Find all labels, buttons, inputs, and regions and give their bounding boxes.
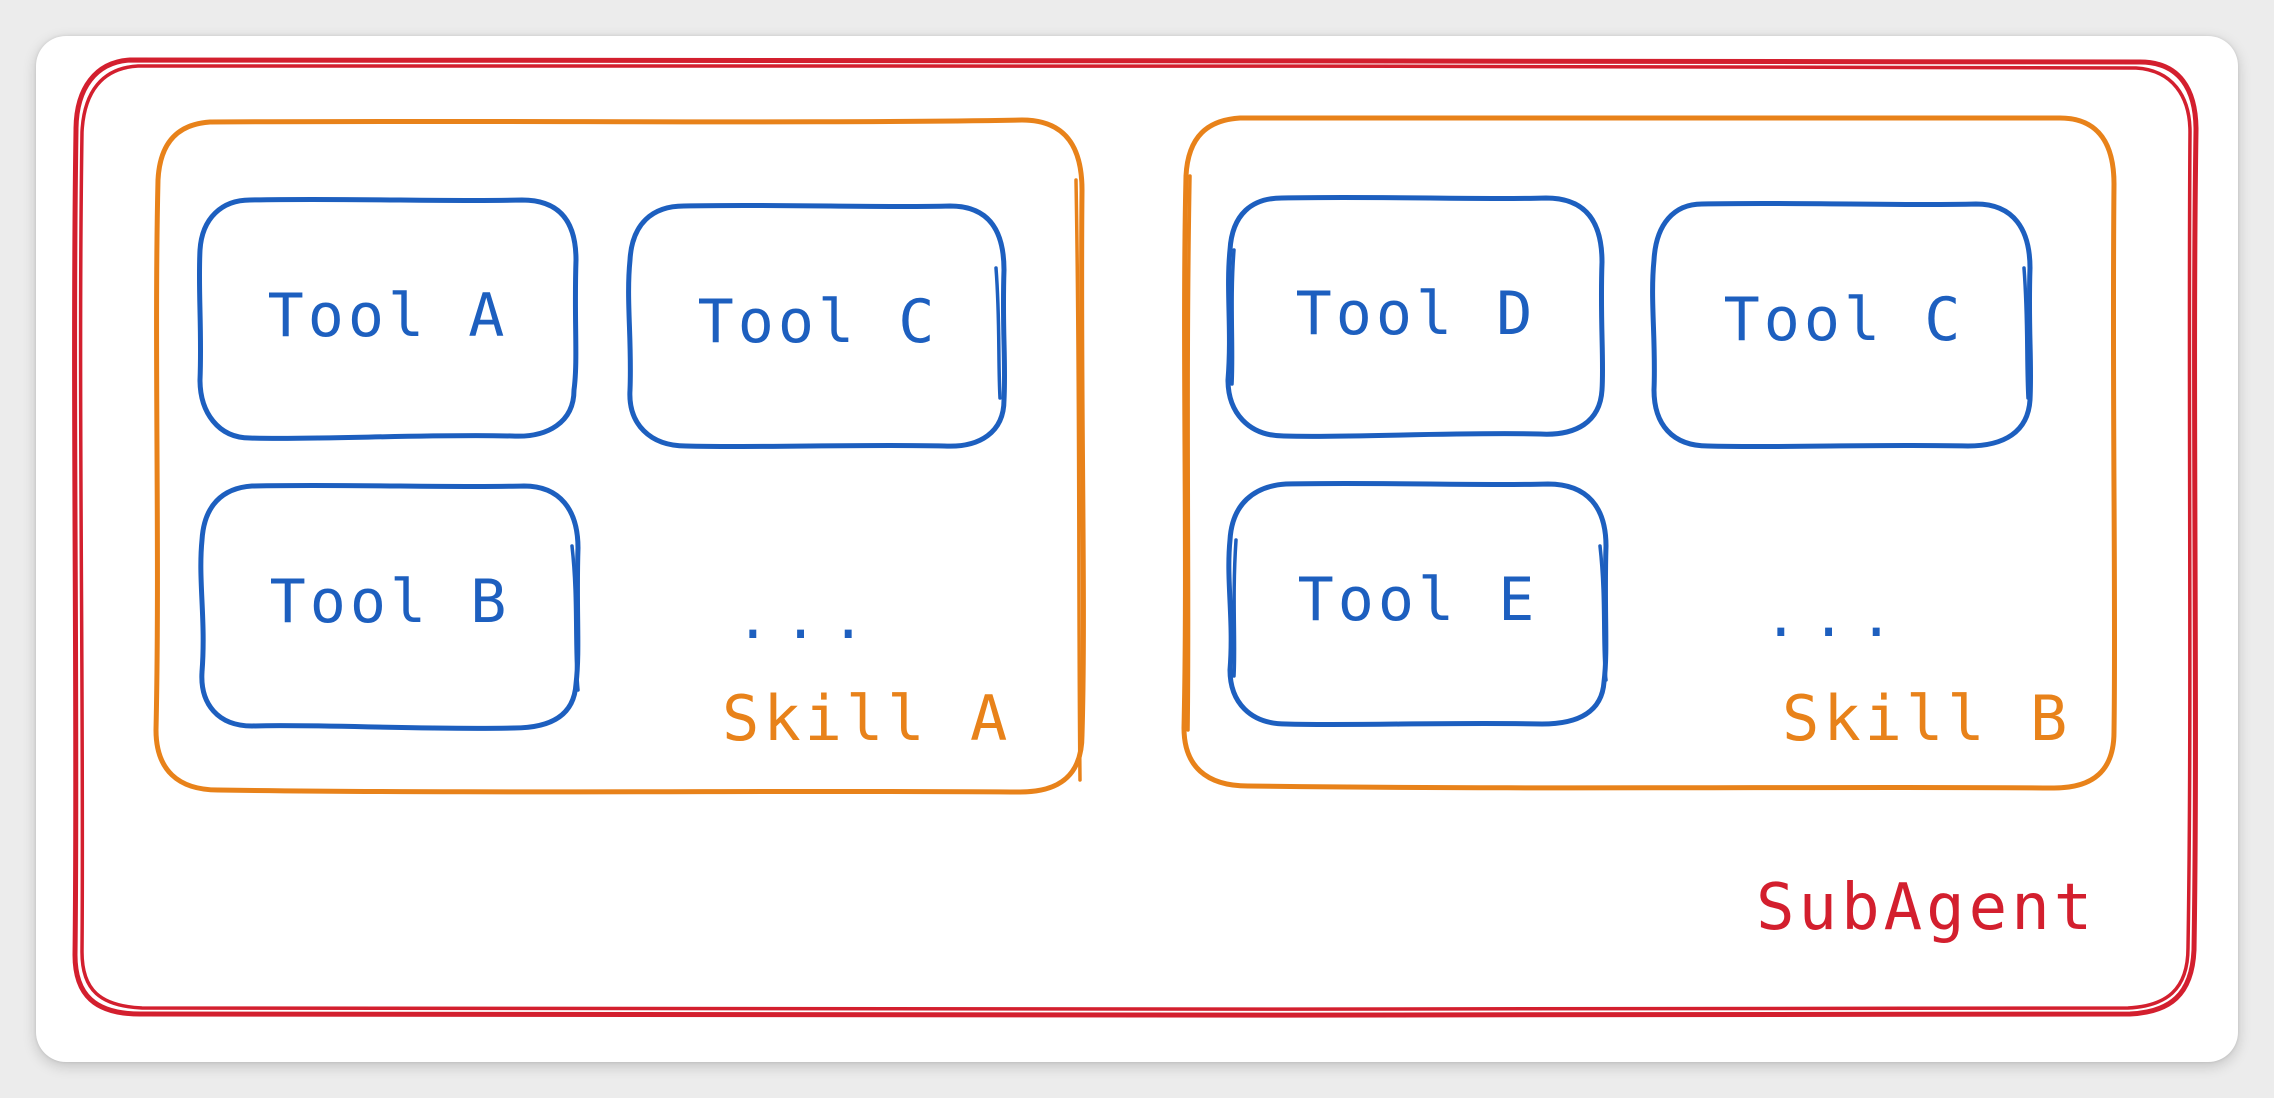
tool-d-box bbox=[1225, 194, 1606, 439]
tool-c-label-skill-a: Tool C bbox=[697, 287, 939, 357]
tool-e-box bbox=[1226, 480, 1609, 728]
subagent-box bbox=[72, 56, 2199, 1018]
tool-c-label-skill-b: Tool C bbox=[1723, 285, 1965, 355]
tool-a-box bbox=[196, 196, 579, 441]
skill-b-label: Skill B bbox=[1782, 682, 2072, 755]
tool-a-label: Tool A bbox=[267, 281, 509, 351]
tool-e-label: Tool E bbox=[1297, 565, 1539, 635]
skill-b-more-ellipsis: ... bbox=[1764, 585, 1908, 650]
diagram-card bbox=[36, 36, 2238, 1062]
skill-a-label: Skill A bbox=[722, 682, 1012, 755]
skill-b-box bbox=[1181, 114, 2118, 791]
tool-b-label: Tool B bbox=[269, 567, 511, 637]
skill-a-more-ellipsis: ... bbox=[736, 587, 880, 652]
tool-d-label: Tool D bbox=[1295, 279, 1537, 349]
subagent-label: SubAgent bbox=[1756, 871, 2097, 945]
tool-c-b-box bbox=[1650, 200, 2034, 450]
skill-a-box bbox=[153, 117, 1086, 795]
tool-b-box bbox=[198, 482, 581, 731]
tool-c-a-box bbox=[626, 202, 1008, 450]
